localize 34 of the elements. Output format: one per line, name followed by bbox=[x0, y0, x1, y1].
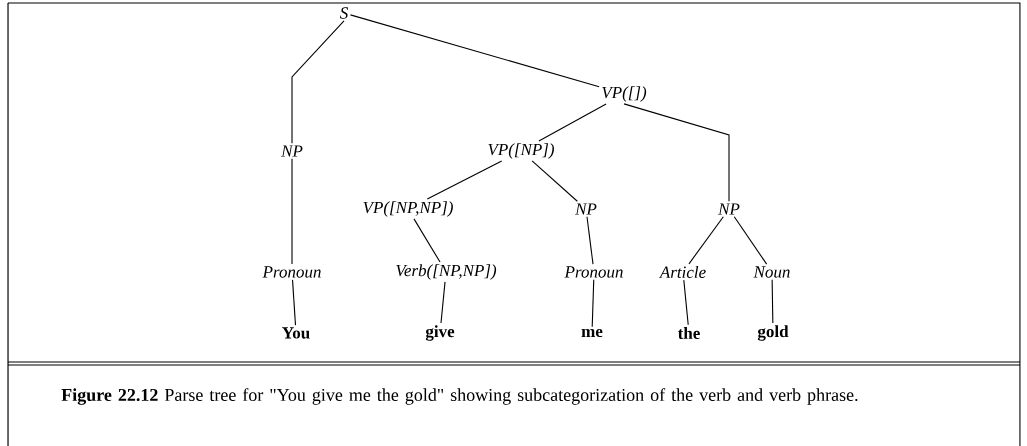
category-label: NP bbox=[718, 203, 740, 215]
category-label: Noun bbox=[753, 266, 790, 278]
tree-branch bbox=[771, 279, 774, 324]
tree-branch bbox=[291, 20, 345, 144]
word: give bbox=[425, 325, 455, 341]
tree-branch bbox=[531, 160, 578, 202]
category-label: Pronoun bbox=[262, 266, 321, 278]
tree-branch bbox=[426, 160, 503, 200]
tree-branch bbox=[591, 279, 595, 328]
tree-branch bbox=[413, 218, 441, 263]
word: the bbox=[677, 327, 700, 339]
tree-branch bbox=[440, 281, 446, 324]
category-label: VP([NP]) bbox=[488, 143, 554, 159]
tree-branch bbox=[586, 216, 594, 265]
tree-branch bbox=[683, 279, 689, 326]
tree-branch bbox=[291, 158, 293, 265]
tree-branch bbox=[349, 14, 600, 88]
tree-branch bbox=[538, 103, 607, 142]
tree-branch bbox=[291, 279, 297, 326]
tree-branch bbox=[623, 103, 730, 202]
category-label: NP bbox=[575, 203, 597, 215]
word: You bbox=[282, 327, 310, 339]
category-label: VP([NP,NP]) bbox=[363, 201, 453, 217]
category-label: Article bbox=[658, 266, 706, 278]
figure-caption: Figure 22.12 Parse tree for "You give me the gold" showing subcategorization of the verb and verb phrase. bbox=[61, 388, 858, 405]
word: me bbox=[581, 328, 603, 338]
category-label: Pronoun bbox=[564, 266, 623, 278]
category-label: S bbox=[339, 7, 348, 19]
category-label: NP bbox=[281, 145, 303, 157]
category-label: Verb([NP,NP]) bbox=[396, 264, 497, 280]
tree-branch bbox=[733, 216, 768, 265]
word: gold bbox=[757, 325, 789, 341]
category-label: VP([]) bbox=[602, 86, 647, 102]
tree-branch bbox=[688, 216, 724, 265]
